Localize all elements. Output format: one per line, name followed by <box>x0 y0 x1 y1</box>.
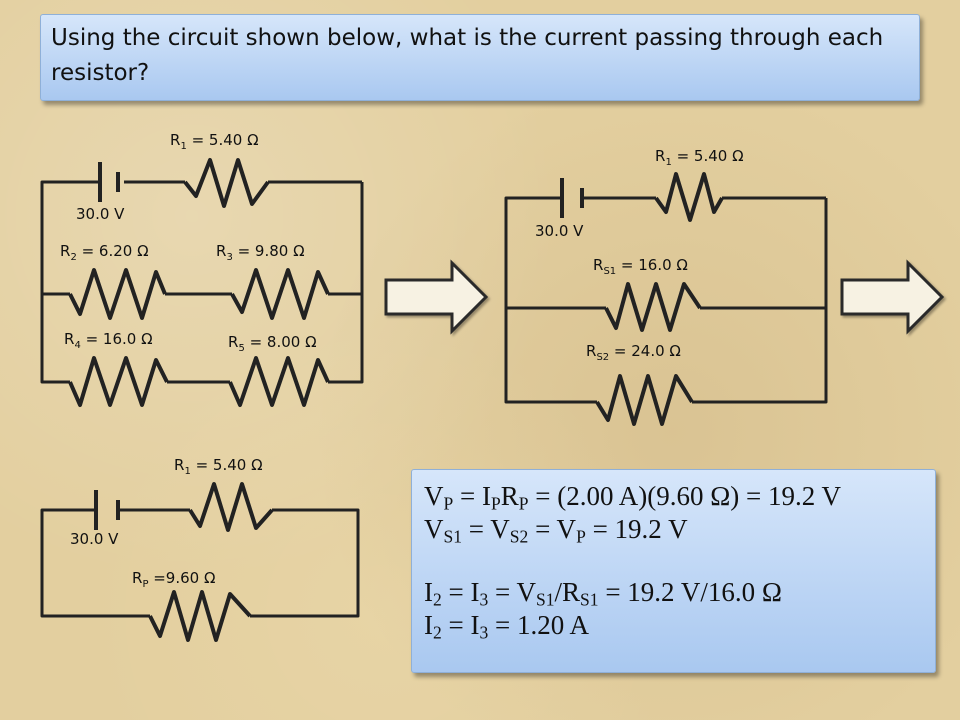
c2-rs1-label: RS1 = 16.0 Ω <box>593 256 688 277</box>
c1-resistor-r2 <box>68 268 167 320</box>
c3-battery-label: 30.0 V <box>70 530 119 548</box>
c1-resistor-r5 <box>228 356 330 407</box>
c2-rs2-label: RS2 = 24.0 Ω <box>586 342 681 363</box>
arrow-right-icon <box>384 259 489 335</box>
c2-wires <box>504 196 828 404</box>
answer-box: VP = IPRP = (2.00 A)(9.60 Ω) = 19.2 V VS… <box>411 469 936 673</box>
c2-battery-label: 30.0 V <box>535 222 584 240</box>
c2-resistor-r1 <box>654 172 724 222</box>
c3-resistor-r1 <box>188 482 274 532</box>
c2-resistor-rs1 <box>604 282 702 332</box>
c1-r1-label: R1 = 5.40 Ω <box>170 131 259 152</box>
c1-resistor-r3 <box>230 268 330 320</box>
c1-r2-label: R2 = 6.20 Ω <box>60 242 149 263</box>
c1-wires <box>40 180 364 384</box>
c1-r5-label: R5 = 8.00 Ω <box>228 333 317 354</box>
c3-resistor-rp <box>148 590 252 642</box>
c3-r1-label: R1 = 5.40 Ω <box>174 456 263 477</box>
circuit-2 <box>504 172 828 426</box>
question-box: Using the circuit shown below, what is t… <box>40 14 920 101</box>
c1-resistor-r4 <box>68 356 169 407</box>
c1-r4-label: R4 = 16.0 Ω <box>64 330 153 351</box>
c1-battery-label: 30.0 V <box>76 205 125 223</box>
answer-line-3: I2 = I3 = VS1/RS1 = 19.2 V/16.0 Ω <box>424 577 782 610</box>
circuit-3 <box>40 482 360 642</box>
c1-resistor-r1 <box>183 158 270 208</box>
answer-line-1: VP = IPRP = (2.00 A)(9.60 Ω) = 19.2 V <box>424 481 842 514</box>
answer-line-4: I2 = I3 = 1.20 A <box>424 610 589 643</box>
c2-resistor-rs2 <box>595 374 694 426</box>
c3-wires <box>40 508 360 618</box>
arrow-right-icon <box>840 259 945 335</box>
c3-rp-label: RP =9.60 Ω <box>132 569 215 590</box>
answer-line-2: VS1 = VS2 = VP = 19.2 V <box>424 514 688 547</box>
question-text: Using the circuit shown below, what is t… <box>51 25 884 86</box>
c1-r3-label: R3 = 9.80 Ω <box>216 242 305 263</box>
circuit-1 <box>40 158 364 407</box>
c2-r1-label: R1 = 5.40 Ω <box>655 147 744 168</box>
